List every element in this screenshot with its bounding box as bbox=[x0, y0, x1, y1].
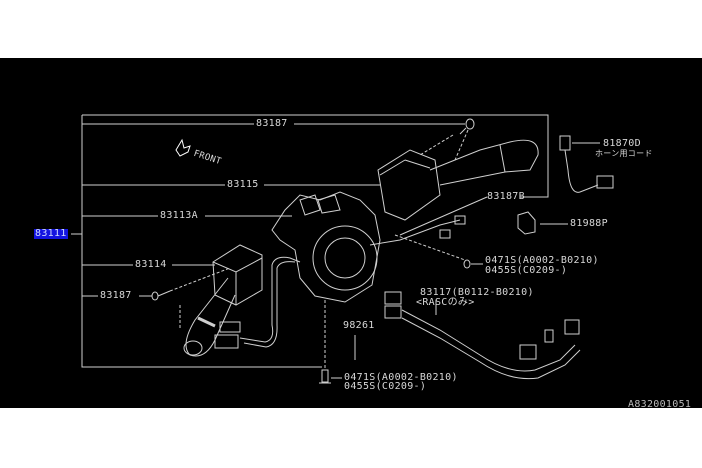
part-label-83187b[interactable]: 83187B bbox=[487, 191, 525, 202]
part-label-0471s-b[interactable]: 0471S(A0002-B0210) bbox=[344, 372, 458, 383]
part-label-83187-left[interactable]: 83187 bbox=[100, 290, 132, 301]
part-label-0471s-a[interactable]: 0471S(A0002-B0210) bbox=[485, 255, 599, 266]
screw-icon bbox=[459, 118, 475, 135]
screw-icon bbox=[151, 290, 171, 301]
part-label-81870d[interactable]: 81870D bbox=[603, 138, 641, 149]
diagram-linework bbox=[71, 114, 614, 384]
diagram-id: A832001051 bbox=[628, 399, 692, 410]
part-note-83117: <RASCのみ> bbox=[416, 297, 475, 308]
part-label-81988p[interactable]: 81988P bbox=[570, 218, 608, 229]
part-label-83117[interactable]: 83117(B0112-B0210) bbox=[420, 287, 534, 298]
parts-diagram: 83111 83187 FRONT 83115 83113A 83114 831… bbox=[0, 58, 702, 410]
part-label-0455s-b[interactable]: 0455S(C0209-) bbox=[344, 381, 427, 392]
part-label-0455s-a[interactable]: 0455S(C0209-) bbox=[485, 265, 568, 276]
part-note-81870d: ホーン用コード bbox=[595, 149, 653, 158]
bolt-icon bbox=[463, 259, 471, 269]
part-label-83113a[interactable]: 83113A bbox=[160, 210, 198, 221]
part-label-83187-top[interactable]: 83187 bbox=[256, 118, 288, 129]
part-label-83115[interactable]: 83115 bbox=[227, 179, 259, 190]
bolt-icon bbox=[319, 369, 331, 384]
part-label-83111[interactable]: 83111 bbox=[34, 228, 68, 239]
part-label-83114[interactable]: 83114 bbox=[135, 259, 167, 270]
part-label-98261[interactable]: 98261 bbox=[343, 320, 375, 331]
